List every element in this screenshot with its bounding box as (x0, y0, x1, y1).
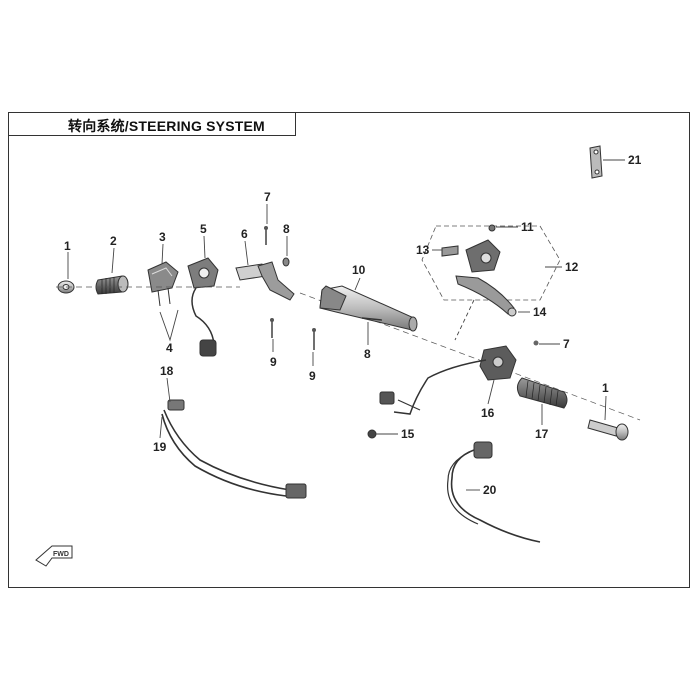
callout-1-right: 1 (602, 381, 609, 395)
callout-15: 15 (401, 427, 415, 441)
callout-20: 20 (483, 483, 497, 497)
right-switch-part (379, 345, 517, 415)
callout-3: 3 (159, 230, 166, 244)
title-box (8, 112, 296, 136)
callout-21: 21 (628, 153, 642, 167)
lever-pin-part (441, 245, 459, 257)
pin-lower-part (312, 328, 316, 350)
lever-screw-part (488, 224, 496, 232)
callout-12: 12 (565, 260, 579, 274)
diagram-frame (8, 112, 690, 588)
callout-14: 14 (533, 305, 547, 319)
screw-pair-part (157, 287, 171, 307)
callout-19: 19 (153, 440, 167, 454)
callout-8: 8 (283, 222, 290, 236)
page-title: 转向系统/STEERING SYSTEM (68, 118, 265, 134)
lever-bracket-part (235, 261, 295, 301)
forward-arrow-icon: FWD (35, 545, 73, 567)
callout-18: 18 (160, 364, 174, 378)
brake-lever-part (455, 239, 517, 317)
handlebar-part (319, 285, 418, 332)
screw-right-part (533, 340, 539, 346)
bar-end-right-part (587, 419, 629, 441)
callout-17: 17 (535, 427, 549, 441)
callout-16: 16 (481, 406, 495, 420)
brake-cable-part (446, 441, 541, 543)
lever-assembly-box (421, 225, 561, 301)
callout-6: 6 (241, 227, 248, 241)
bolt-lower-part (361, 317, 383, 321)
callout-11: 11 (521, 220, 534, 234)
callout-4: 4 (166, 341, 173, 355)
throttle-cable-part (161, 399, 307, 499)
callout-8-lower: 8 (364, 347, 371, 361)
switch-housing-part (147, 261, 179, 293)
pin-upper-part (270, 318, 274, 338)
small-bracket-part (589, 145, 603, 179)
direction-label: FWD (53, 551, 69, 558)
callout-2: 2 (110, 234, 117, 248)
callout-1: 1 (64, 239, 71, 253)
callout-10: 10 (352, 263, 366, 277)
switch-with-wire-part (187, 257, 219, 357)
left-grip-part (95, 275, 129, 295)
callout-9: 9 (270, 355, 277, 369)
callout-5: 5 (200, 222, 207, 236)
callout-7-right: 7 (563, 337, 570, 351)
connector-clip-part (367, 429, 377, 439)
nut-upper-part (282, 257, 290, 267)
callout-9-lower: 9 (309, 369, 316, 383)
screw-upper-part (264, 226, 268, 245)
right-grip-part (516, 377, 568, 409)
callout-7: 7 (264, 190, 271, 204)
callout-13: 13 (416, 243, 430, 257)
